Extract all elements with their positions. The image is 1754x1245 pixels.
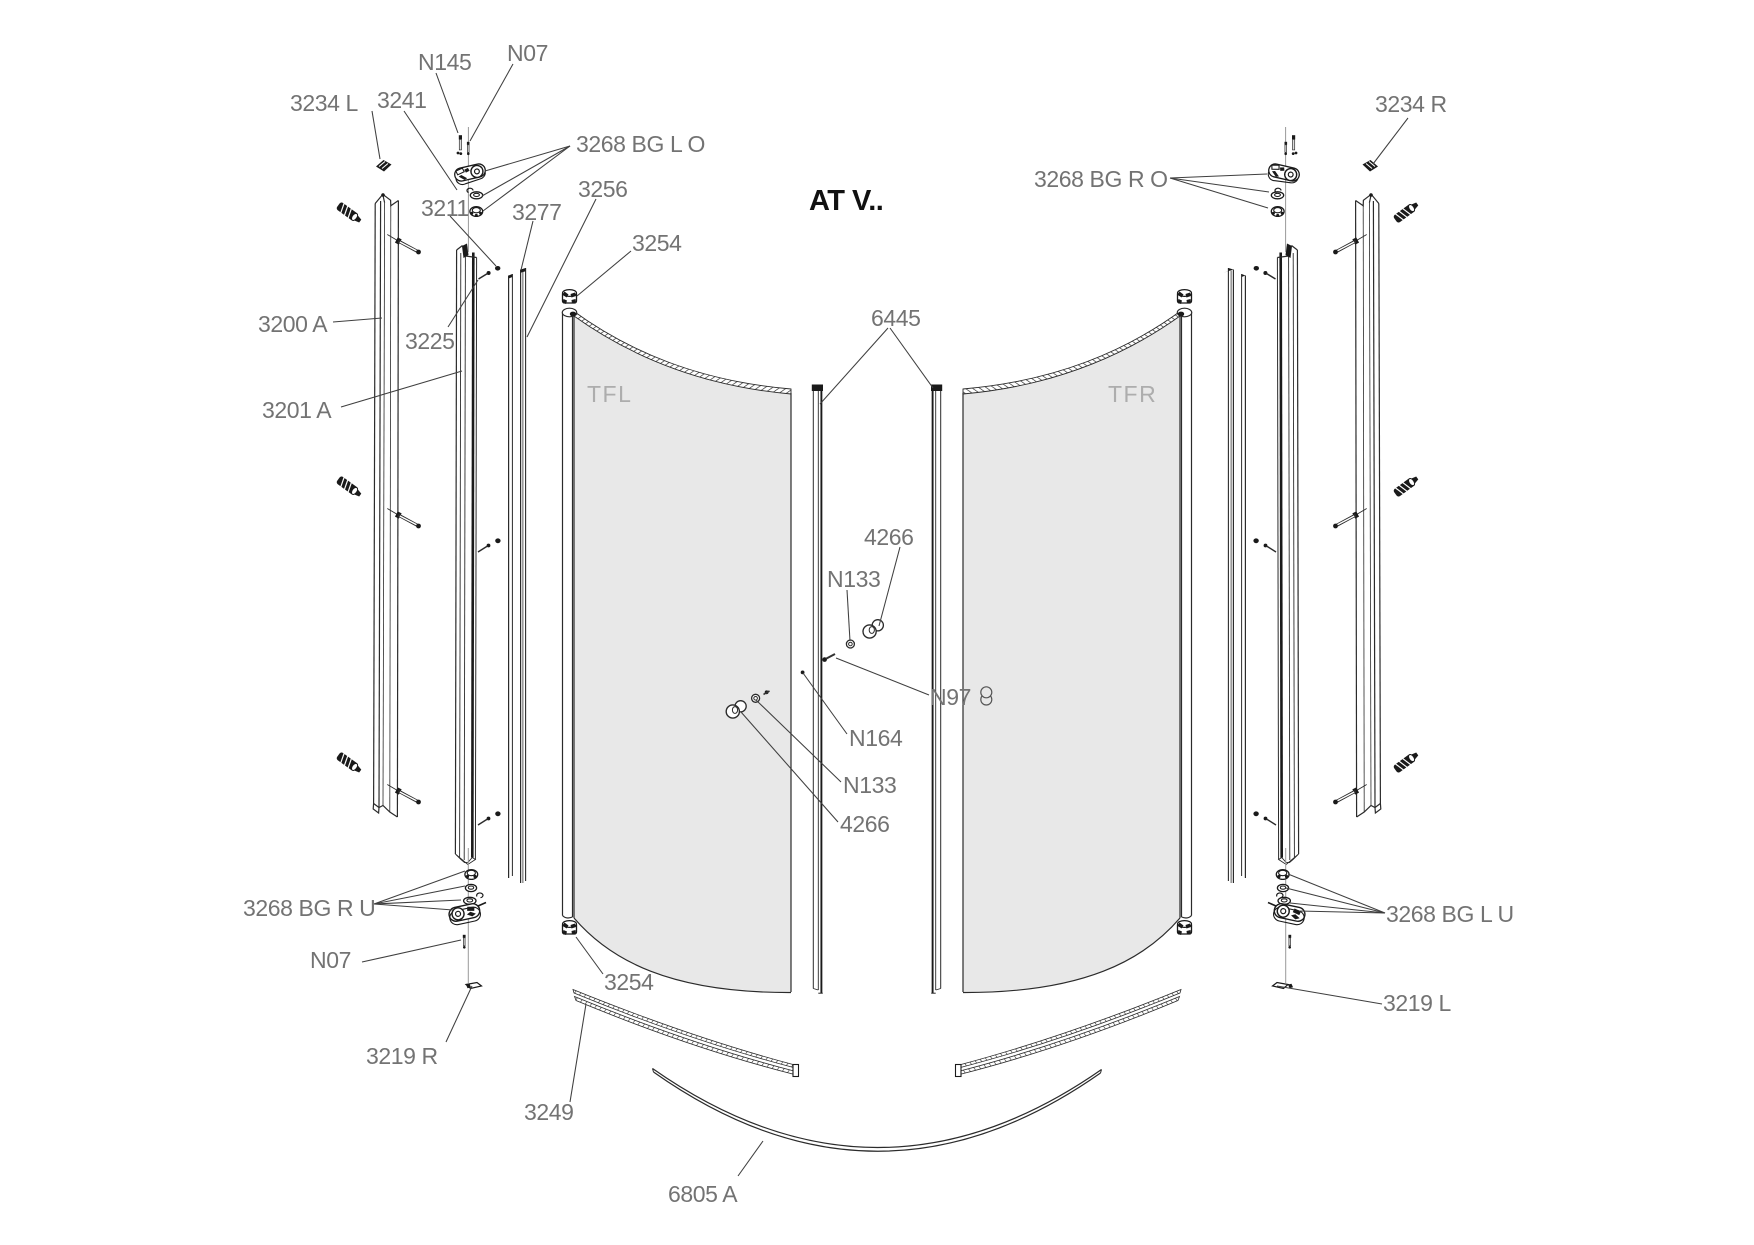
svg-text:N97: N97 bbox=[930, 684, 971, 710]
svg-text:4266: 4266 bbox=[840, 811, 890, 837]
svg-text:3211: 3211 bbox=[421, 195, 469, 221]
svg-text:3219 L: 3219 L bbox=[1383, 990, 1452, 1016]
svg-text:3249: 3249 bbox=[524, 1099, 574, 1125]
svg-text:N133: N133 bbox=[843, 772, 896, 798]
svg-text:3225: 3225 bbox=[405, 328, 455, 354]
svg-text:N164: N164 bbox=[849, 725, 903, 751]
svg-text:3254: 3254 bbox=[632, 230, 682, 256]
svg-text:AT V..: AT V.. bbox=[809, 185, 883, 217]
svg-text:N133: N133 bbox=[827, 566, 880, 592]
svg-text:3268 BG R O: 3268 BG R O bbox=[1034, 166, 1168, 192]
svg-text:3277: 3277 bbox=[512, 199, 562, 225]
svg-text:4266: 4266 bbox=[864, 524, 914, 550]
svg-text:3234 L: 3234 L bbox=[290, 90, 359, 116]
svg-text:3201 A: 3201 A bbox=[262, 397, 332, 423]
svg-text:N07: N07 bbox=[310, 947, 351, 973]
svg-text:N145: N145 bbox=[418, 49, 471, 75]
svg-text:3219 R: 3219 R bbox=[366, 1043, 438, 1069]
svg-text:3234 R: 3234 R bbox=[1375, 91, 1447, 117]
svg-text:TFR: TFR bbox=[1108, 381, 1157, 407]
svg-text:3241: 3241 bbox=[377, 87, 427, 113]
svg-text:3200 A: 3200 A bbox=[258, 311, 328, 337]
svg-text:TFL: TFL bbox=[587, 381, 632, 407]
svg-text:3268 BG L O: 3268 BG L O bbox=[576, 131, 705, 157]
svg-text:3268 BG L U: 3268 BG L U bbox=[1386, 901, 1514, 927]
svg-text:3268 BG R U: 3268 BG R U bbox=[243, 895, 375, 921]
svg-text:N07: N07 bbox=[507, 40, 548, 66]
svg-text:3254: 3254 bbox=[604, 969, 654, 995]
svg-text:3256: 3256 bbox=[578, 176, 628, 202]
svg-text:6805 A: 6805 A bbox=[668, 1181, 738, 1207]
svg-text:6445: 6445 bbox=[871, 305, 921, 331]
